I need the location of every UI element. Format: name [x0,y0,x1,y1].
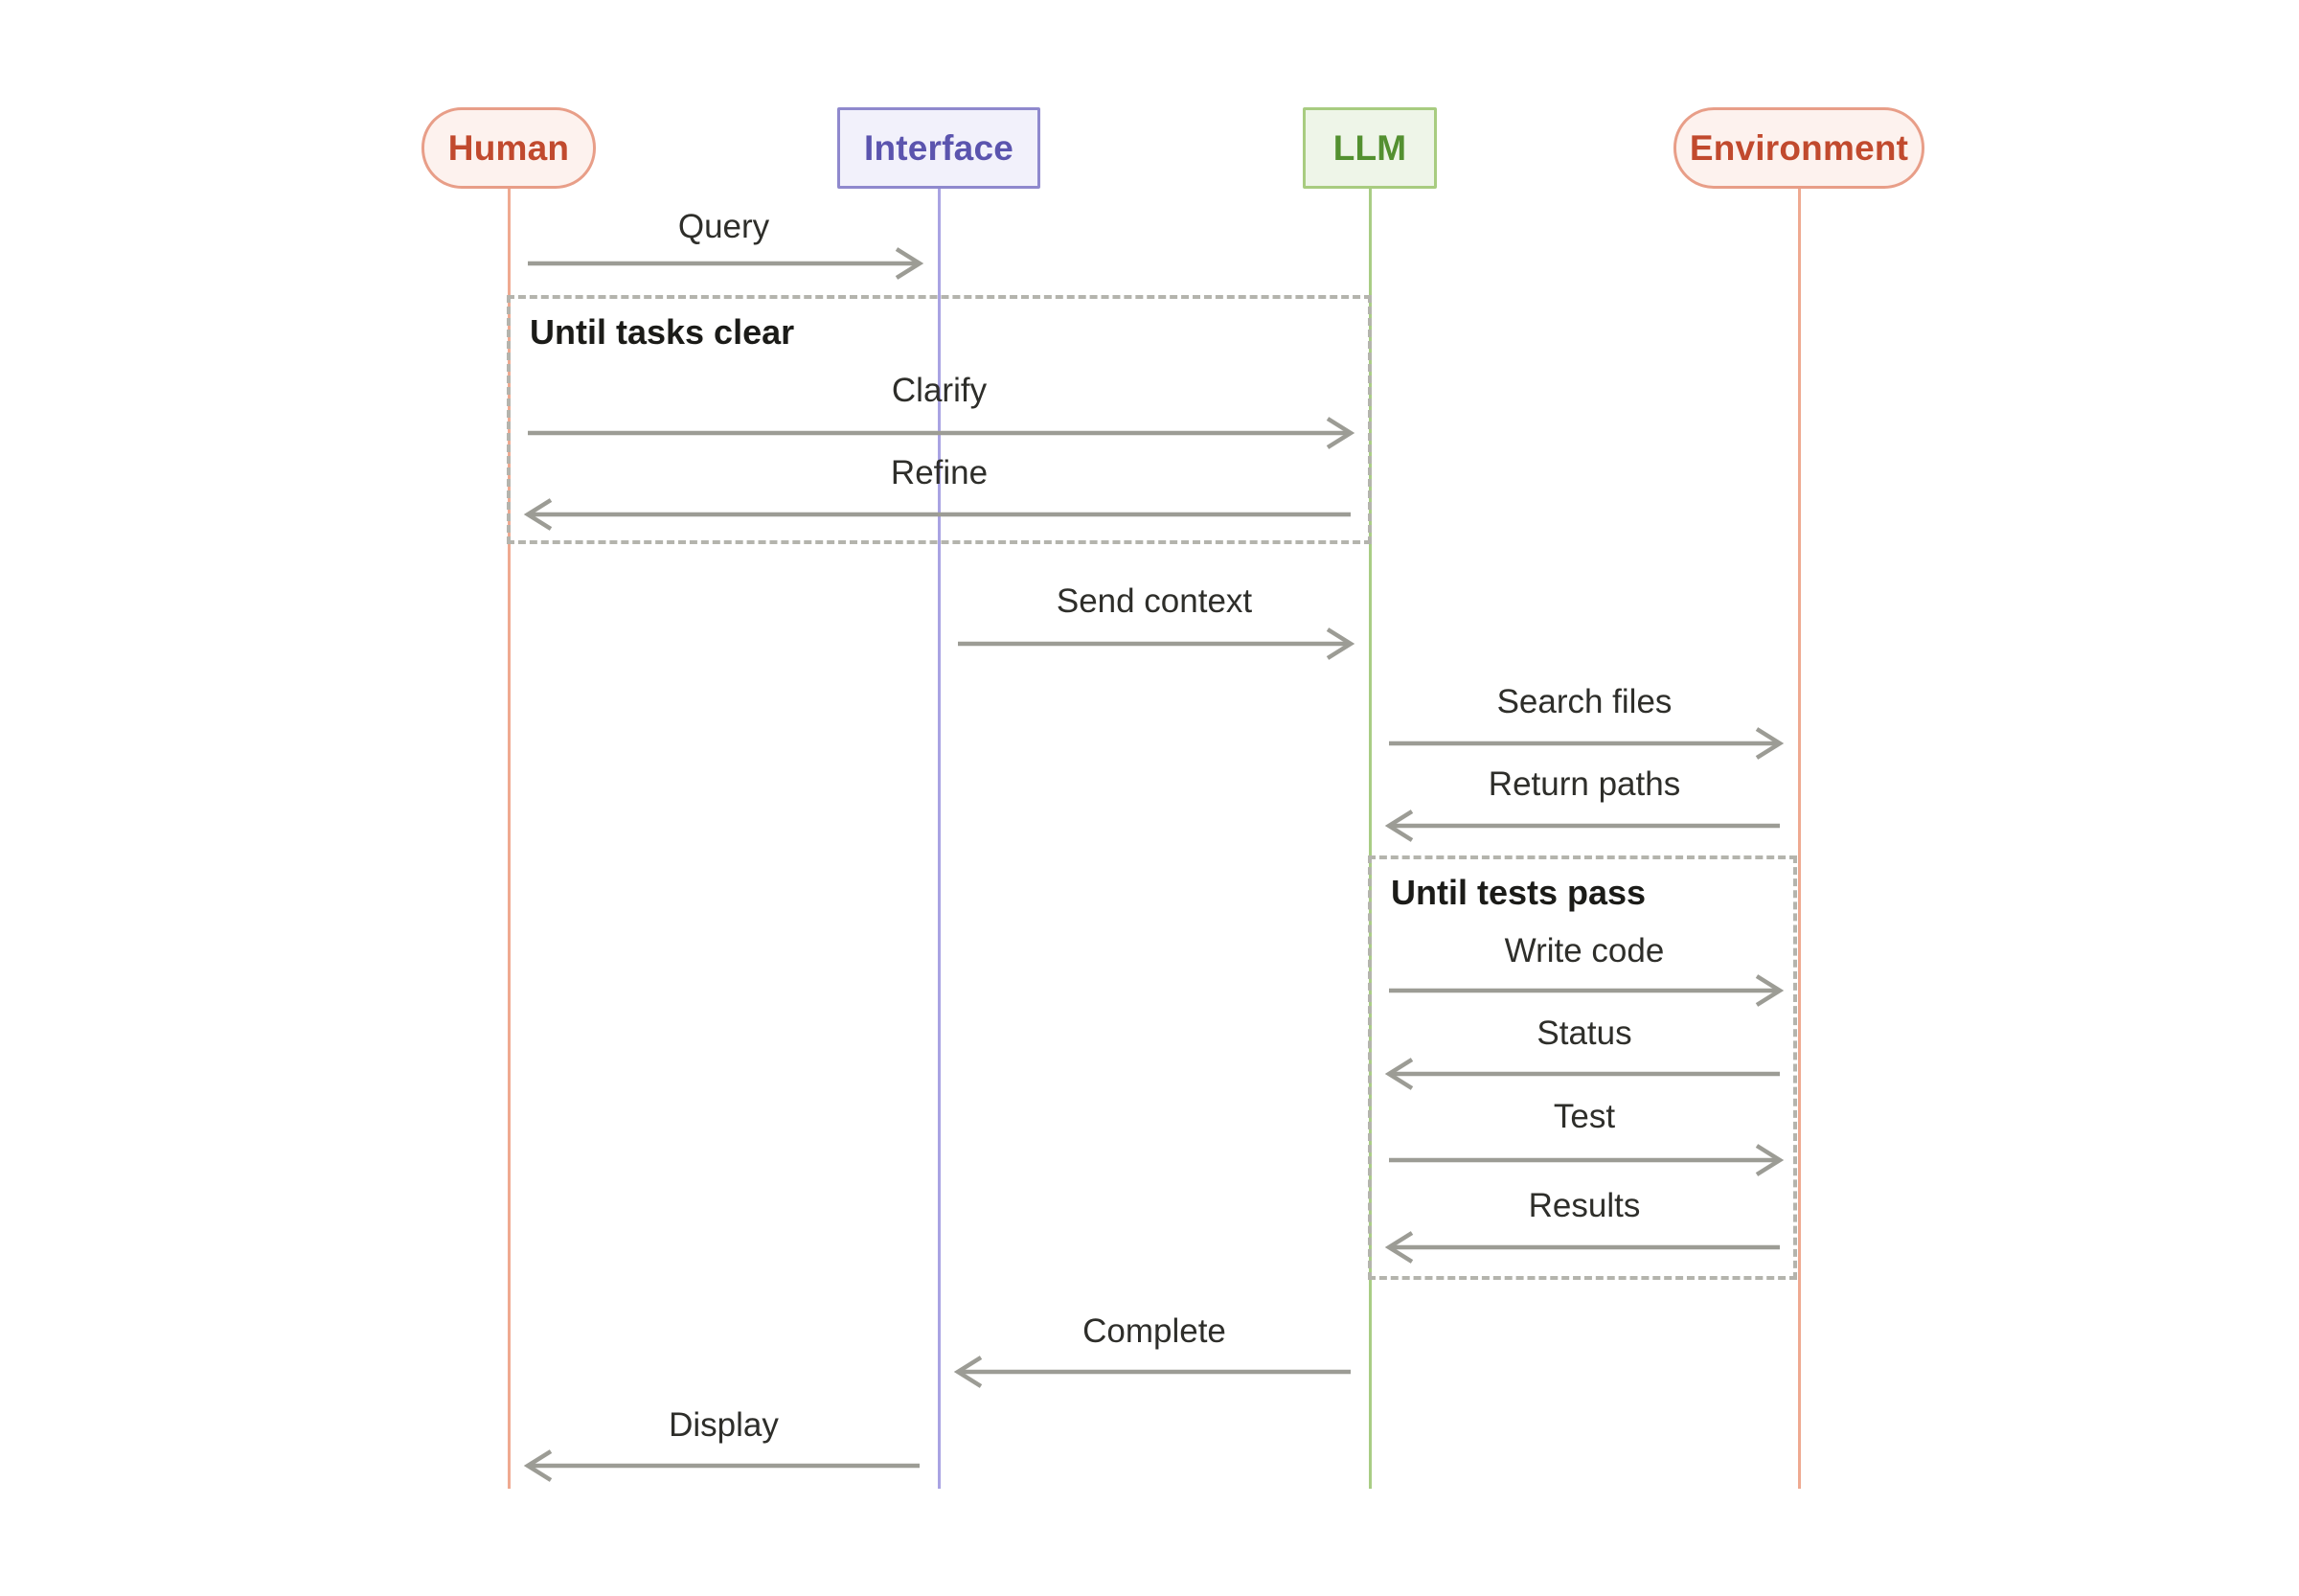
actor-llm-label: LLM [1332,127,1407,168]
message-label-status: Status [1536,1015,1632,1052]
arrow-clarify [528,417,1355,449]
actor-interface-label: Interface [863,127,1014,168]
message-label-search-files: Search files [1496,683,1673,720]
actor-environment-label: Environment [1689,127,1909,168]
message-label-return-paths: Return paths [1488,765,1681,803]
message-label-display: Display [669,1406,779,1444]
loop-title-until-tests-pass: Until tests pass [1391,873,1647,912]
actor-human: Human [421,107,596,189]
arrow-return-paths [1384,809,1780,842]
message-label-refine: Refine [890,454,989,491]
loop-box-until-tasks-clear: Until tasks clear [507,295,1372,544]
message-label-write-code: Write code [1504,932,1665,969]
loop-title-until-tasks-clear: Until tasks clear [530,312,795,352]
arrow-status [1384,1058,1780,1090]
loop-box-until-tests-pass: Until tests pass [1368,855,1797,1280]
arrow-query [528,247,924,280]
arrow-complete [953,1356,1351,1388]
message-label-query: Query [677,208,770,245]
actor-human-label: Human [447,127,570,168]
message-label-send-context: Send context [1056,582,1253,620]
message-label-test: Test [1553,1098,1616,1135]
lifeline-human [507,188,511,1489]
arrow-refine [523,498,1351,531]
arrow-write-code [1389,974,1785,1007]
actor-environment: Environment [1673,107,1924,189]
arrow-send-context [958,627,1355,660]
message-label-results: Results [1528,1187,1641,1224]
lifeline-interface [937,188,941,1489]
actor-llm: LLM [1303,107,1437,189]
lifeline-environment [1797,188,1801,1489]
arrow-test [1389,1144,1785,1176]
arrow-results [1384,1231,1780,1264]
lifeline-llm [1368,188,1372,1489]
actor-interface: Interface [837,107,1040,189]
arrow-search-files [1389,727,1785,760]
message-label-clarify: Clarify [891,372,988,409]
message-label-complete: Complete [1082,1312,1226,1350]
arrow-display [523,1449,920,1482]
